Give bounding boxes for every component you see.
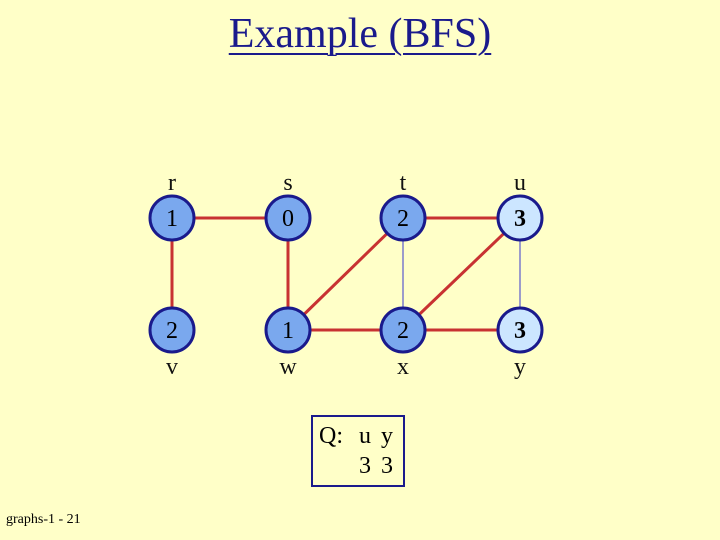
vertex-label: t bbox=[400, 170, 407, 196]
vertex-circle bbox=[148, 306, 196, 354]
slide-footer: graphs-1 - 21 bbox=[6, 512, 81, 527]
vertex-label: x bbox=[397, 354, 409, 380]
vertex-circle bbox=[496, 306, 544, 354]
vertex-label: v bbox=[166, 354, 178, 380]
vertex-circle bbox=[496, 194, 544, 242]
vertex-u: 3u bbox=[496, 170, 544, 242]
vertex-circle bbox=[148, 194, 196, 242]
vertex-distance: 2 bbox=[397, 318, 409, 344]
vertex-distance: 0 bbox=[282, 206, 294, 232]
edge-w-t bbox=[286, 216, 405, 332]
slide-title: Example (BFS) bbox=[228, 11, 492, 57]
vertex-distance: 3 bbox=[514, 206, 526, 232]
queue-dist: 3 bbox=[359, 453, 373, 479]
vertex-distance: 1 bbox=[166, 206, 178, 232]
queue-item: u bbox=[359, 423, 373, 449]
vertex-t: 2t bbox=[379, 170, 427, 242]
vertex-circle bbox=[264, 306, 312, 354]
vertex-y: 3y bbox=[496, 306, 544, 380]
vertex-circle bbox=[379, 194, 427, 242]
queue-item: y bbox=[381, 423, 395, 449]
vertex-circle bbox=[264, 194, 312, 242]
vertex-distance: 3 bbox=[514, 318, 526, 344]
vertex-distance: 2 bbox=[166, 318, 178, 344]
vertex-label: r bbox=[168, 170, 176, 196]
vertex-distance: 2 bbox=[397, 206, 409, 232]
queue-dist: 3 bbox=[381, 453, 395, 479]
edge-x-u bbox=[401, 216, 522, 332]
vertex-label: y bbox=[514, 354, 526, 380]
vertex-w: 1w bbox=[264, 306, 312, 380]
vertex-s: 0s bbox=[264, 170, 312, 242]
vertex-x: 2x bbox=[379, 306, 427, 380]
vertex-label: w bbox=[279, 354, 297, 380]
queue-label: Q: bbox=[319, 423, 343, 449]
vertex-r: 1r bbox=[148, 170, 196, 242]
vertex-label: u bbox=[514, 170, 526, 196]
vertex-v: 2v bbox=[148, 306, 196, 380]
vertex-distance: 1 bbox=[282, 318, 294, 344]
vertex-circle bbox=[379, 306, 427, 354]
edges-layer bbox=[170, 216, 522, 332]
vertex-label: s bbox=[283, 170, 292, 196]
